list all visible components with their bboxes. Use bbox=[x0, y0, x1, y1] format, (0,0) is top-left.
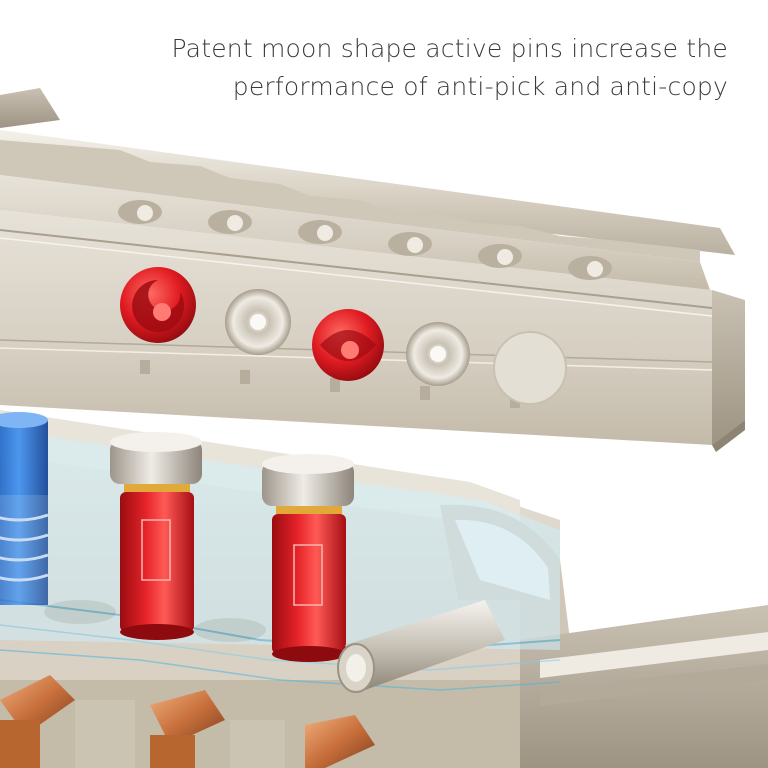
copper-pin bbox=[0, 675, 75, 768]
key-dimples bbox=[120, 267, 567, 405]
caption: Patent moon shape active pins increase t… bbox=[128, 30, 728, 106]
key-blade bbox=[0, 88, 745, 452]
caption-line-1: Patent moon shape active pins increase t… bbox=[171, 34, 728, 63]
key-groove-seats bbox=[118, 200, 612, 280]
copper-pin bbox=[150, 690, 225, 768]
blue-driver-pin bbox=[0, 412, 49, 605]
key-dimple bbox=[493, 331, 567, 405]
red-moon-pin-2 bbox=[312, 309, 384, 381]
copper-key-pins bbox=[0, 675, 375, 768]
red-active-pin-2 bbox=[262, 454, 354, 662]
red-moon-pin-1 bbox=[120, 267, 196, 343]
red-active-pin-1 bbox=[110, 432, 202, 640]
side-locking-rod bbox=[337, 600, 505, 693]
copper-pin bbox=[305, 715, 375, 768]
caption-line-2: performance of anti-pick and anti-copy bbox=[232, 72, 728, 101]
